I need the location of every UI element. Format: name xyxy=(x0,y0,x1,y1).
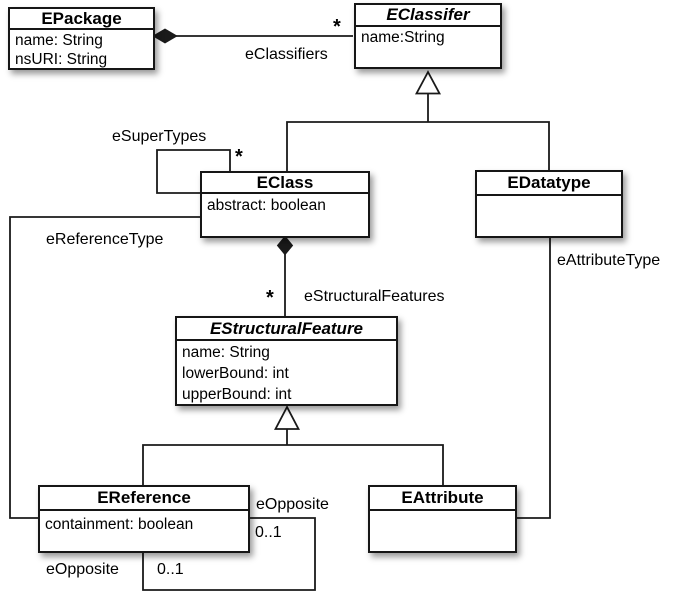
edge-label-ereferencetype: eReferenceType xyxy=(46,231,164,248)
edge-eopposite-loop xyxy=(142,517,316,591)
multiplicity-eopposite-bottom: 0..1 xyxy=(157,561,184,578)
class-eclass: EClass abstract: boolean xyxy=(200,171,370,238)
multiplicity-estructuralfeatures: * xyxy=(266,287,274,309)
edge-label-eclassifiers: eClassifiers xyxy=(245,46,328,63)
class-title: EPackage xyxy=(10,9,153,30)
class-estructuralfeature: EStructuralFeature name: String lowerBou… xyxy=(175,316,398,406)
edge-ereferencetype xyxy=(9,216,200,519)
class-eattribute: EAttribute xyxy=(368,485,517,553)
attribute-compartment: abstract: boolean xyxy=(202,194,368,216)
edge-label-esupertypes: eSuperTypes xyxy=(112,128,207,145)
edge-label-eattributetype: eAttributeType xyxy=(557,252,661,269)
class-attribute: lowerBound: int xyxy=(182,365,289,382)
edge-label-estructuralfeatures: eStructuralFeatures xyxy=(304,288,445,305)
class-attribute: abstract: boolean xyxy=(207,197,326,214)
attribute-compartment: name:String xyxy=(356,27,500,48)
attribute-compartment xyxy=(370,511,515,512)
class-title: EDatatype xyxy=(477,172,621,196)
edge-esupertypes-loop xyxy=(156,149,231,194)
class-title: EClassifer xyxy=(356,5,500,27)
class-attribute: name: String xyxy=(15,32,103,49)
class-edatatype: EDatatype xyxy=(475,170,623,238)
attribute-compartment: name: String nsURI: String xyxy=(10,30,153,69)
class-attribute: nsURI: String xyxy=(15,51,108,68)
edge-label-eopposite-right: eOpposite xyxy=(256,496,329,513)
edge-generalization-branch-top xyxy=(286,121,550,171)
attribute-compartment: name: String lowerBound: int upperBound:… xyxy=(177,341,396,405)
multiplicity-esupertypes: * xyxy=(235,146,243,168)
class-title: EStructuralFeature xyxy=(177,318,396,341)
edge-eattributetype xyxy=(517,238,551,519)
generalization-triangle-eclassifer xyxy=(414,70,442,95)
attribute-compartment: containment: boolean xyxy=(40,511,248,536)
edge-label-eopposite-bottom: eOpposite xyxy=(46,561,119,578)
composition-diamond-epackage xyxy=(152,28,178,44)
class-title: EReference xyxy=(40,487,248,511)
class-attribute: containment: boolean xyxy=(45,516,194,533)
class-attribute: name:String xyxy=(361,29,445,46)
class-title: EAttribute xyxy=(370,487,515,511)
class-ereference: EReference containment: boolean xyxy=(38,485,250,553)
class-title: EClass xyxy=(202,173,368,194)
multiplicity-eclassifiers: * xyxy=(333,16,341,38)
generalization-triangle-esf xyxy=(274,405,300,430)
edge-generalization-branch-bottom xyxy=(142,444,444,485)
class-attribute: name: String xyxy=(182,344,270,361)
multiplicity-eopposite-right: 0..1 xyxy=(255,524,282,541)
class-attribute: upperBound: int xyxy=(182,386,292,403)
class-epackage: EPackage name: String nsURI: String xyxy=(8,7,155,70)
class-eclassifer: EClassifer name:String xyxy=(354,3,502,69)
composition-diamond-eclass xyxy=(276,235,294,256)
attribute-compartment xyxy=(477,196,621,197)
